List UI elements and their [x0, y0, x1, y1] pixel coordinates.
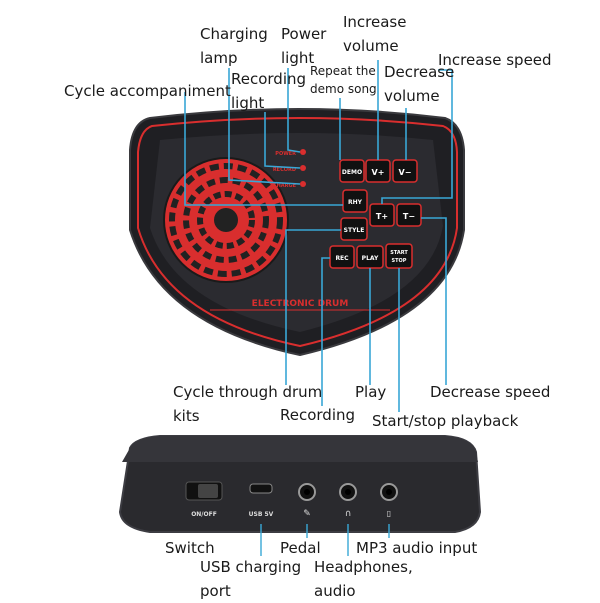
brand-label: ELECTRONIC DRUM: [210, 299, 390, 311]
svg-text:ON/OFF: ON/OFF: [191, 511, 217, 518]
led-label-record: RECORD: [273, 167, 296, 173]
volume-down-button[interactable]: V−: [392, 159, 418, 183]
svg-text:ELECTRONIC DRUM: ELECTRONIC DRUM: [252, 299, 349, 309]
svg-text:V+: V+: [372, 168, 385, 177]
label-headphones-audio: Headphones,audio: [314, 558, 413, 600]
label-increase-speed: Increase speed: [438, 51, 552, 69]
button-panel: DEMO V+ V− RHY T+ T−: [329, 159, 422, 269]
audio-input-icon: ▯: [387, 509, 391, 518]
led-label-power: POWER: [275, 151, 296, 157]
usb-port[interactable]: USB 5V: [249, 483, 274, 518]
headphone-jack[interactable]: ∩: [339, 483, 357, 519]
indicator-leds: POWER RECORD CHARGE: [273, 149, 306, 189]
svg-text:REC: REC: [335, 255, 349, 262]
speaker-grille: [163, 157, 289, 283]
demo-button[interactable]: DEMO: [339, 159, 365, 183]
style-button[interactable]: STYLE: [340, 217, 368, 241]
label-recording: Recording: [280, 406, 356, 424]
svg-text:START: START: [390, 250, 408, 256]
label-pedal: Pedal: [280, 539, 321, 557]
svg-text:T−: T−: [403, 212, 415, 221]
svg-text:V−: V−: [399, 168, 412, 177]
play-button[interactable]: PLAY: [356, 245, 384, 269]
record-button[interactable]: REC: [329, 245, 355, 269]
svg-text:USB 5V: USB 5V: [249, 511, 274, 518]
pedal-icon: ✎: [303, 509, 311, 519]
label-switch: Switch: [165, 539, 215, 557]
mp3-input-jack[interactable]: ▯: [380, 483, 398, 518]
label-decrease-speed: Decrease speed: [430, 383, 551, 401]
svg-text:RHY: RHY: [348, 199, 363, 206]
speed-down-button[interactable]: T−: [396, 203, 422, 227]
svg-text:PLAY: PLAY: [362, 255, 379, 262]
svg-text:T+: T+: [376, 212, 388, 221]
led-label-charge: CHARGE: [273, 183, 297, 189]
rhythm-button[interactable]: RHY: [342, 189, 368, 213]
label-start-stop-playback: Start/stop playback: [372, 412, 519, 430]
headphones-icon: ∩: [345, 509, 352, 519]
label-play: Play: [355, 383, 387, 401]
svg-text:STOP: STOP: [392, 258, 407, 264]
pedal-jack[interactable]: ✎: [298, 483, 316, 519]
power-switch[interactable]: ON/OFF: [185, 481, 223, 518]
svg-text:STYLE: STYLE: [344, 227, 365, 234]
svg-text:DEMO: DEMO: [342, 169, 362, 176]
label-mp3-audio-input: MP3 audio input: [356, 539, 478, 557]
label-cycle-accompaniment: Cycle accompaniment: [64, 82, 231, 100]
device-side-view: ON/OFF USB 5V ✎ ∩ ▯: [118, 435, 482, 533]
